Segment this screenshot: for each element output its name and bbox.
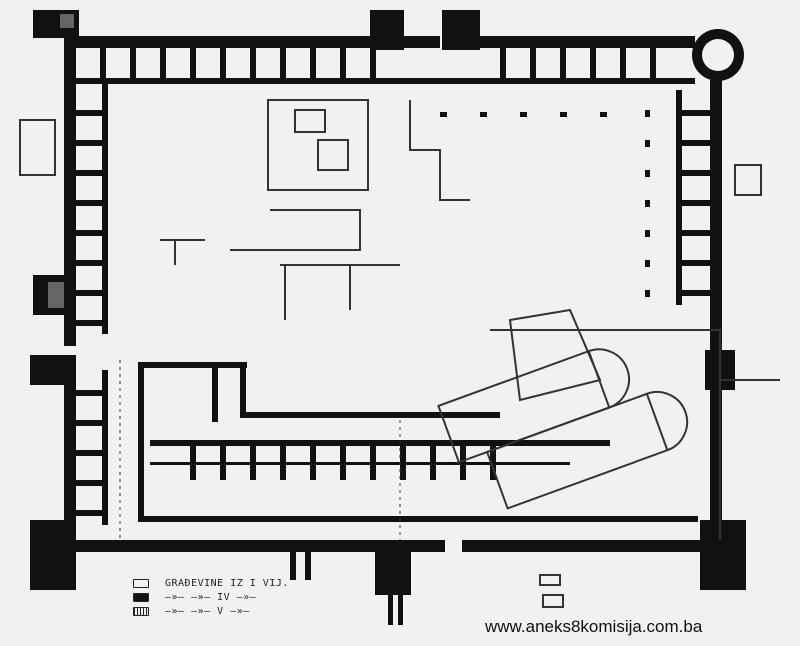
legend-row: —»— —»— IV —»— <box>133 590 305 604</box>
legend-label: —»— —»— IV —»— <box>165 591 257 603</box>
legend-label: GRAĐEVINE IZ I VIJ. <box>165 577 289 589</box>
legend: GRAĐEVINE IZ I VIJ. —»— —»— IV —»— —»— —… <box>133 576 305 618</box>
legend-swatch-outline <box>133 578 149 588</box>
legend-row: GRAĐEVINE IZ I VIJ. <box>133 576 305 590</box>
watermark-url: www.aneks8komisija.com.ba <box>485 617 703 636</box>
legend-swatch-hatched <box>133 606 149 616</box>
older-structures <box>19 99 780 608</box>
legend-swatch-solid <box>133 592 149 602</box>
legend-row: —»— —»— V —»— <box>133 604 305 618</box>
legend-label: —»— —»— V —»— <box>165 605 250 617</box>
main-walls <box>30 10 746 625</box>
